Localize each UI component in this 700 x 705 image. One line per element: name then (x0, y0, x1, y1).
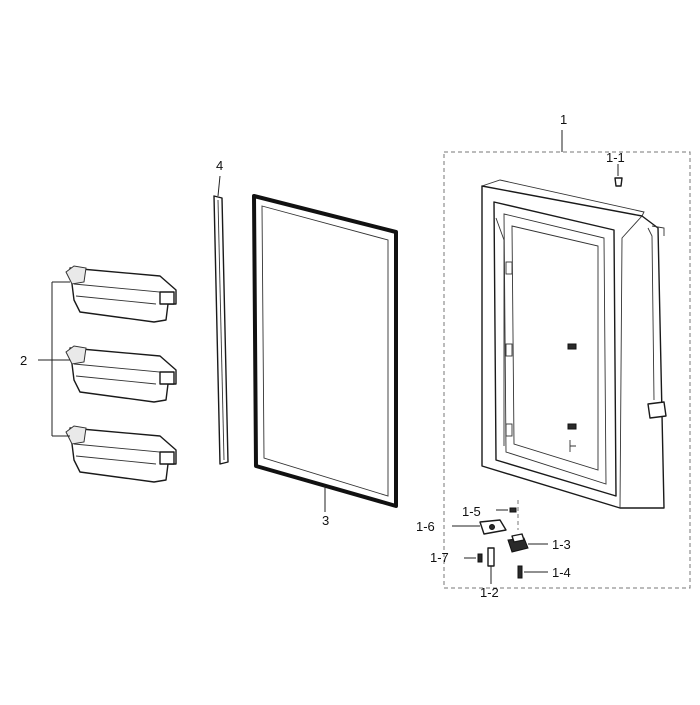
door-bin-middle (65, 345, 177, 403)
part-1-1-screw (614, 164, 623, 187)
label-part-2: 2 (20, 353, 27, 368)
label-part-1-3: 1-3 (552, 537, 571, 552)
door-gasket (252, 194, 398, 512)
label-part-1-4: 1-4 (552, 565, 571, 580)
label-part-1-5: 1-5 (462, 504, 481, 519)
part-1-6-hinge-plate (452, 519, 507, 535)
door-bin-group (38, 265, 177, 483)
label-part-1-6: 1-6 (416, 519, 435, 534)
label-part-1: 1 (560, 112, 567, 127)
label-part-1-2: 1-2 (480, 585, 499, 600)
part-1-3-hinge-block (507, 533, 548, 553)
door-bin-bottom (65, 425, 177, 483)
door-strip (213, 175, 229, 465)
part-1-4-screw (517, 565, 548, 579)
door-assembly (443, 130, 691, 589)
door-bin-top (65, 265, 177, 323)
label-part-1-7: 1-7 (430, 550, 449, 565)
bin-leader-bracket (38, 281, 70, 437)
label-part-3: 3 (322, 513, 329, 528)
part-1-7-screw (464, 553, 483, 563)
label-part-1-1: 1-1 (606, 150, 625, 165)
part-1-2-pin (487, 547, 495, 584)
label-part-4: 4 (216, 158, 223, 173)
part-1-5-pin (496, 500, 519, 530)
